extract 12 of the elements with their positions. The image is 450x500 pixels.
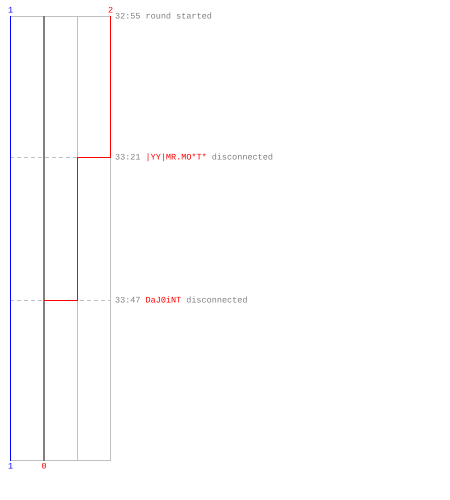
count-label: 0 — [41, 462, 47, 471]
timestamp: 33:47 — [115, 296, 141, 305]
count-label: 2 — [108, 6, 114, 15]
event-text: disconnected — [186, 296, 248, 305]
timestamp: 33:21 — [115, 153, 141, 162]
timestamp: 32:55 — [115, 12, 141, 21]
event-text: round started — [146, 12, 212, 21]
count-label: 1 — [8, 6, 14, 15]
event-text: disconnected — [212, 153, 273, 162]
player-name: DaJ0iNT — [146, 296, 182, 305]
player-name: |YY|MR.MO*T* — [146, 153, 207, 162]
count-label: 1 — [8, 462, 14, 471]
